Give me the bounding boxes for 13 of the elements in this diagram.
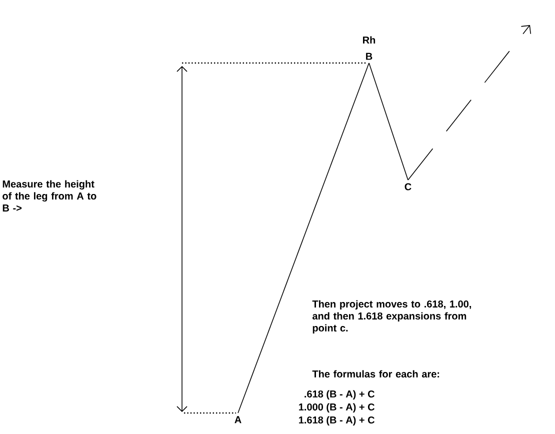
- note-text: Then project moves to .618, 1.00, and then 1.618 expansions from point c.: [312, 300, 472, 334]
- point-label: B: [366, 52, 372, 60]
- line-segment: [368, 62, 408, 180]
- formula-text: 1.000 (B - A) + C: [299, 403, 375, 412]
- point-label: Rh: [363, 36, 376, 44]
- line-segment: [238, 62, 370, 414]
- formula-text: 1.618 (B - A) + C: [299, 416, 375, 426]
- formula-text: .618 (B - A) + C: [304, 390, 375, 400]
- point-label: C: [404, 183, 412, 190]
- note-text: The formulas for each are:: [312, 370, 440, 378]
- note-text: Measure the height of the leg from A to B ->: [2, 180, 96, 212]
- point-label: A: [234, 416, 242, 424]
- line-segment: [408, 25, 532, 180]
